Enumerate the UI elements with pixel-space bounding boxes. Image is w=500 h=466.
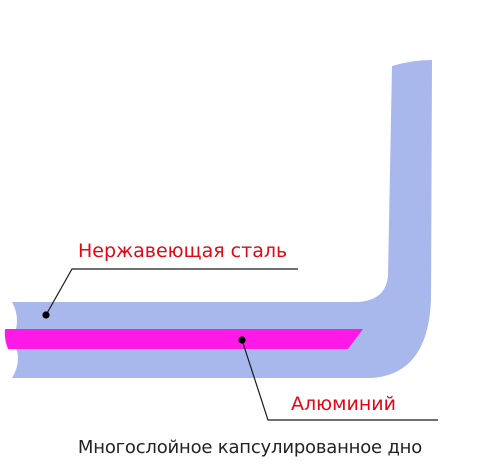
steel-leader-line (45, 268, 298, 316)
aluminium-layer (4, 329, 364, 349)
stainless-steel-label: Нержавеющая сталь (78, 240, 288, 262)
aluminium-leader-line (241, 339, 438, 421)
aluminium-label: Алюминий (291, 393, 396, 415)
aluminium-pointer-dot (238, 336, 246, 344)
diagram-caption: Многослойное капсулированное дно (77, 437, 423, 458)
steel-pointer-dot (42, 311, 50, 319)
